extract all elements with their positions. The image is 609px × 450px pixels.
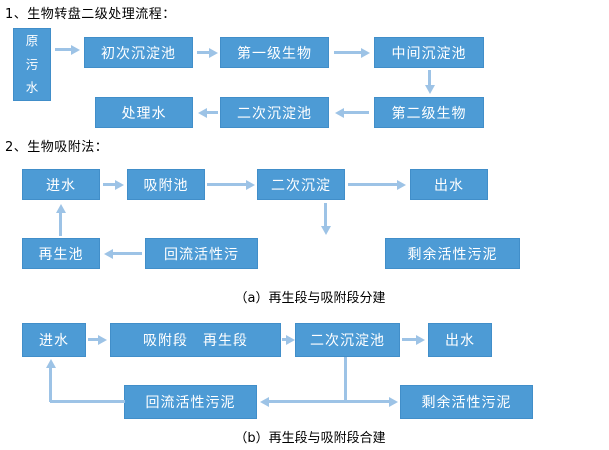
box-secondary-sedimentation-tank-1: 二次沉淀池 <box>220 97 329 128</box>
box-raw-sewage: 原 污 水 <box>13 28 51 101</box>
arrow-secondary-to-treated-icon <box>206 111 218 114</box>
box-influent-a: 进水 <box>22 169 100 200</box>
arrow-regeneration-to-influent-icon <box>59 212 62 236</box>
section1-heading: 1、生物转盘二级处理流程： <box>5 7 176 22</box>
box-secondary-sedimentation-b: 二次沉淀池 <box>295 323 400 357</box>
caption-b: （b）再生段与吸附段合建 <box>234 431 386 446</box>
box-adsorption-regeneration-section: 吸附段 再生段 <box>110 323 281 357</box>
box-return-activated-sludge-a: 回流活性污 <box>145 238 258 269</box>
arrow-second-to-secondary-icon <box>343 111 369 114</box>
box-adsorption-tank: 吸附池 <box>127 169 205 200</box>
arrow-first-to-intermediate-icon <box>334 51 362 54</box>
arrow-return-to-influent-icon <box>49 367 52 402</box>
arrow-intermediate-to-second-icon <box>428 70 431 86</box>
section2-heading: 2、生物吸附法： <box>5 140 109 155</box>
caption-a: （a）再生段与吸附段分建 <box>234 291 386 306</box>
arrow-sedimentation-to-effluent-icon <box>348 183 398 186</box>
arrow-sludge-split-icon <box>268 400 390 403</box>
arrow-sedimentation-sludge-down-icon <box>324 203 327 227</box>
arrow-section-to-sedimentation-icon <box>282 338 287 341</box>
arrow-influent-to-section-icon <box>88 338 99 341</box>
box-influent-b: 进水 <box>22 323 86 357</box>
box-excess-activated-sludge-a: 剩余活性污泥 <box>385 238 520 269</box>
box-treated-water: 处理水 <box>95 97 193 128</box>
box-effluent-b: 出水 <box>428 323 492 357</box>
arrow-return-to-regeneration-icon <box>112 252 142 255</box>
box-excess-activated-sludge-b: 剩余活性污泥 <box>400 385 533 419</box>
arrow-sedimentation-to-effluent-b-icon <box>402 338 417 341</box>
box-regeneration-tank: 再生池 <box>22 238 100 269</box>
arrow-influent-to-adsorption-icon <box>103 183 116 186</box>
arrow-primary-to-first-icon <box>197 51 210 54</box>
box-secondary-sedimentation-a: 二次沉淀 <box>257 169 345 200</box>
box-second-stage-bio: 第二级生物 <box>374 97 484 128</box>
box-first-stage-bio: 第一级生物 <box>220 37 329 68</box>
line-return-horizontal <box>50 400 125 403</box>
box-effluent-a: 出水 <box>410 169 488 200</box>
box-return-activated-sludge-b: 回流活性污泥 <box>124 385 257 419</box>
box-intermediate-sedimentation-tank: 中间沉淀池 <box>374 37 484 68</box>
box-primary-sedimentation-tank: 初次沉淀池 <box>84 37 193 68</box>
line-sedimentation-sludge-down <box>344 357 347 402</box>
arrow-raw-to-primary-icon <box>55 48 72 51</box>
arrow-adsorption-to-sedimentation-icon <box>207 183 247 186</box>
